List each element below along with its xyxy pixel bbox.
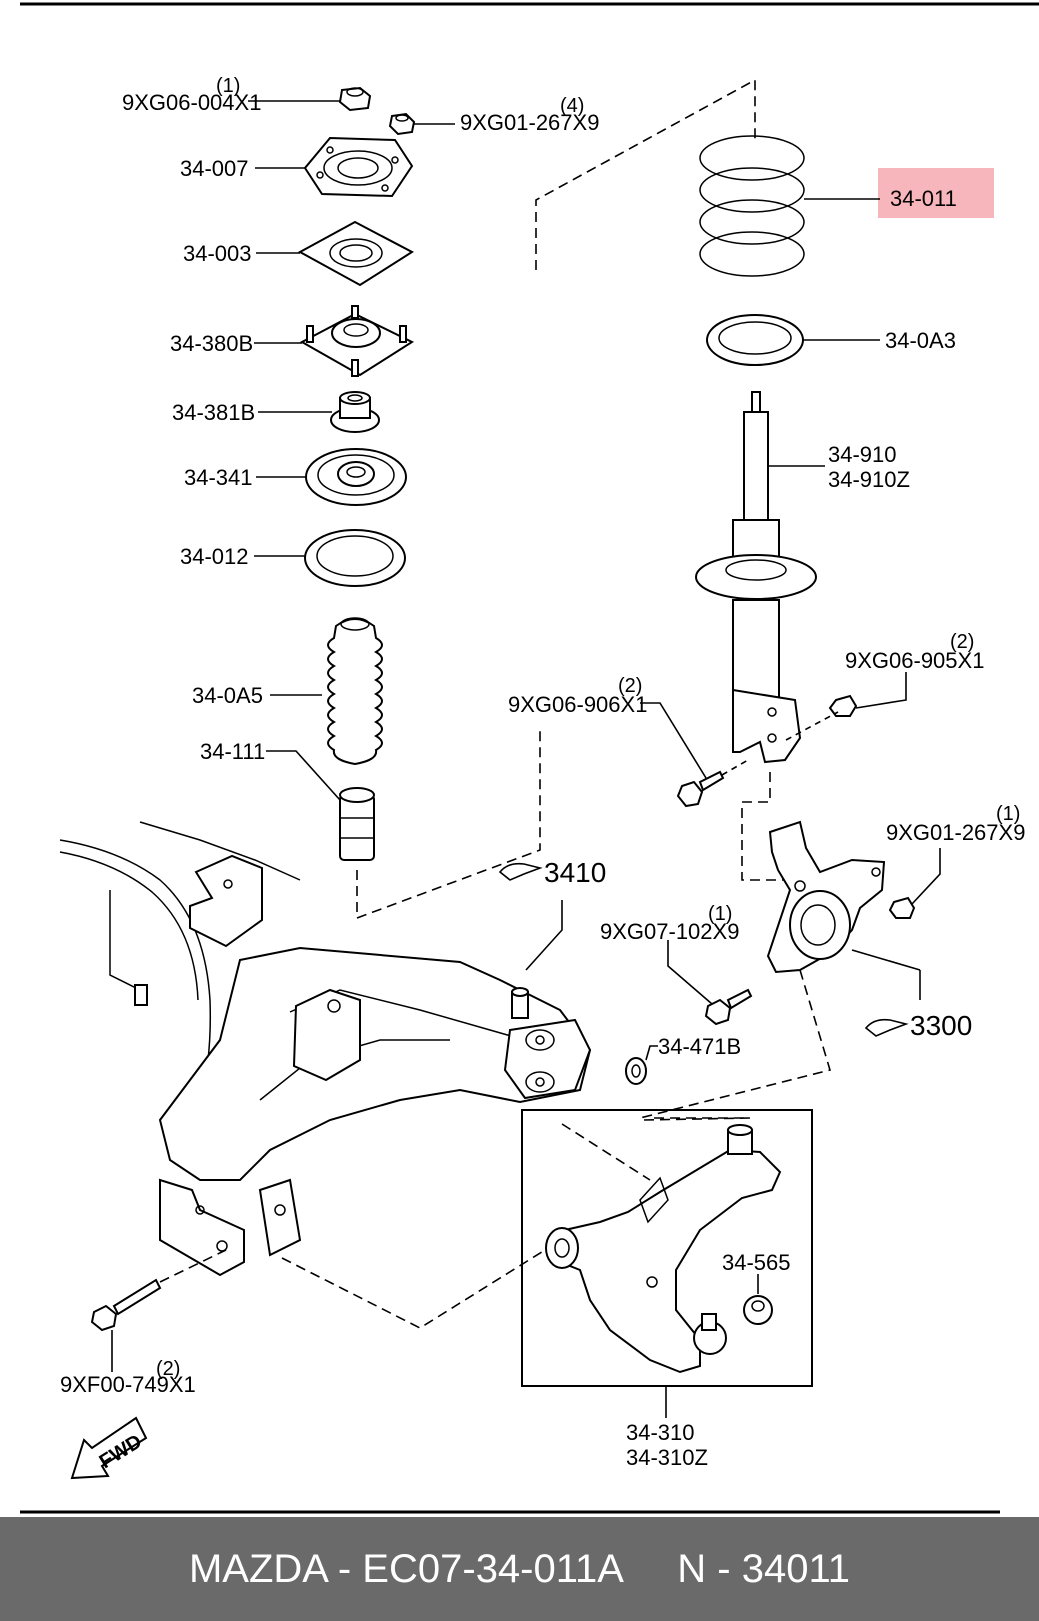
arm-bushing-part	[743, 1295, 773, 1325]
coil-spring-part	[699, 135, 805, 277]
mount-plate-label: 34-007	[180, 156, 249, 181]
bolt-frame-qty: (2)	[156, 1358, 180, 1380]
dust-boot-label: 34-0A5	[192, 683, 263, 708]
bearing-part	[305, 448, 407, 506]
upper-seat-part	[304, 529, 406, 587]
ref-3410-label: 3410	[544, 857, 606, 888]
subframe-part	[59, 821, 592, 1277]
bearing-label: 34-341	[184, 465, 253, 490]
bolt-strut-qty: (2)	[618, 675, 642, 697]
spring-seat-label: 34-0A3	[885, 328, 956, 353]
lower-arm-label-b: 34-310Z	[626, 1445, 708, 1470]
bump-stop-label: 34-111	[200, 739, 265, 764]
bushing-label: 34-381B	[172, 400, 255, 425]
spring-seat-part	[706, 314, 804, 366]
right-nut-part	[828, 694, 858, 717]
steering-knuckle-part	[766, 820, 886, 974]
ref-3300-label: 3300	[910, 1010, 972, 1041]
frame-bolt-part	[90, 1278, 162, 1332]
nut-knuckle-qty: (1)	[996, 803, 1020, 825]
knuckle-bolt-part	[704, 988, 753, 1026]
nut-top-label: 9XG06-004X1	[122, 90, 261, 115]
small-nut-part	[388, 112, 416, 136]
nut-right-label: 9XG06-905X1	[845, 648, 984, 673]
washer-label: 34-471B	[658, 1034, 741, 1059]
coil-spring-label: 34-011	[890, 186, 957, 211]
arm-bushing-label: 34-565	[722, 1250, 791, 1275]
bushing-part	[330, 391, 380, 433]
strut-mount-label: 34-380B	[170, 331, 253, 356]
lower-arm-part	[545, 1124, 782, 1374]
fwd-arrow-icon	[70, 1416, 148, 1480]
strut-mount-part	[299, 305, 415, 377]
top-nut-part	[338, 86, 372, 112]
gasket-label: 34-003	[183, 241, 252, 266]
shock-label-a: 34-910	[828, 442, 897, 467]
lower-arm-box	[521, 1109, 813, 1387]
footer-bar: MAZDA - EC07-34-011A N - 34011	[0, 1517, 1039, 1621]
washer-part	[625, 1057, 647, 1085]
bolt-frame-label: 9XF00-749X1	[60, 1372, 196, 1397]
bump-stop-part	[339, 787, 375, 861]
nut-knuckle-label: 9XG01-267X9	[886, 820, 1025, 845]
knuckle-nut-part	[888, 896, 916, 919]
nut-right-qty: (2)	[950, 631, 974, 653]
nut-small-qty: (4)	[560, 95, 584, 117]
shock-label-b: 34-910Z	[828, 467, 910, 492]
bolt-strut-label: 9XG06-906X1	[508, 692, 647, 717]
footer-text: MAZDA - EC07-34-011A N - 34011	[188, 1546, 851, 1591]
gasket-part	[297, 220, 414, 287]
lower-arm-label-a: 34-310	[626, 1420, 695, 1445]
nut-top-qty: (1)	[216, 75, 240, 97]
strut-bolt-part	[676, 770, 725, 808]
nut-small-label: 9XG01-267X9	[460, 110, 599, 135]
bolt-knuckle-label: 9XG07-102X9	[600, 919, 739, 944]
dust-boot-part	[327, 617, 383, 766]
mount-plate-part	[303, 136, 414, 198]
shock-absorber-part	[695, 391, 817, 764]
highlight-box	[878, 168, 994, 218]
upper-seat-label: 34-012	[180, 544, 249, 569]
bolt-knuckle-qty: (1)	[708, 903, 732, 925]
suspension-exploded-diagram: (1) 9XG06-004X1 (4) 9XG01-267X9 34-007 3…	[20, 2, 1039, 1514]
